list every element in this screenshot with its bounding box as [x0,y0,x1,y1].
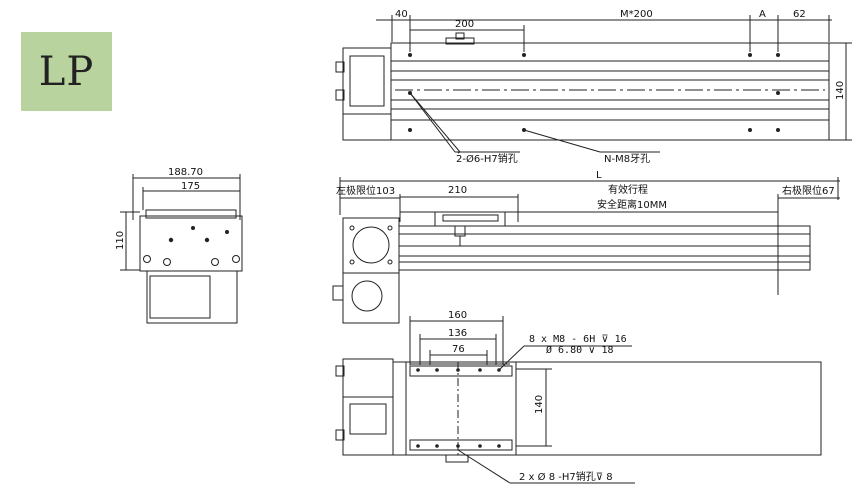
model-badge: LP [21,32,112,111]
callout-thread-spec: 8 x M8 - 6H ⊽ 16 [529,334,627,345]
dim-140-bottom: 140 [534,395,545,414]
dim-76: 76 [452,344,465,355]
dim-right-limit: 右极限位67 [782,184,835,197]
callout-tap-drill: Ø 6.80 ⊽ 18 [546,344,614,356]
dim-140-top: 140 [835,81,846,100]
dim-136: 136 [448,328,467,339]
dim-188-70: 188.70 [168,167,203,178]
dim-40: 40 [395,9,408,20]
dim-a: A [759,9,766,20]
side-view [120,174,243,324]
dim-175: 175 [181,181,200,192]
dim-m200: M*200 [620,9,653,20]
dim-110: 110 [115,231,126,250]
bottom-view [335,316,822,484]
dim-62: 62 [793,9,806,20]
top-view [335,15,852,154]
callout-thread-holes: N-M8牙孔 [604,153,650,165]
dim-left-limit: 左极限位103 [336,184,395,197]
callout-pin-spec: 2 x Ø 8 -H7销孔⊽ 8 [519,470,613,483]
dim-total-l: L [596,170,602,181]
callout-pin-holes: 2-Ø6-H7销孔 [456,152,518,165]
front-view [332,177,840,324]
dim-stroke: 有效行程 [608,183,648,196]
dim-200: 200 [455,19,474,30]
model-label: LP [38,48,95,95]
dim-safety: 安全距离10MM [597,198,667,211]
dim-210: 210 [448,185,467,196]
dim-160: 160 [448,310,467,321]
